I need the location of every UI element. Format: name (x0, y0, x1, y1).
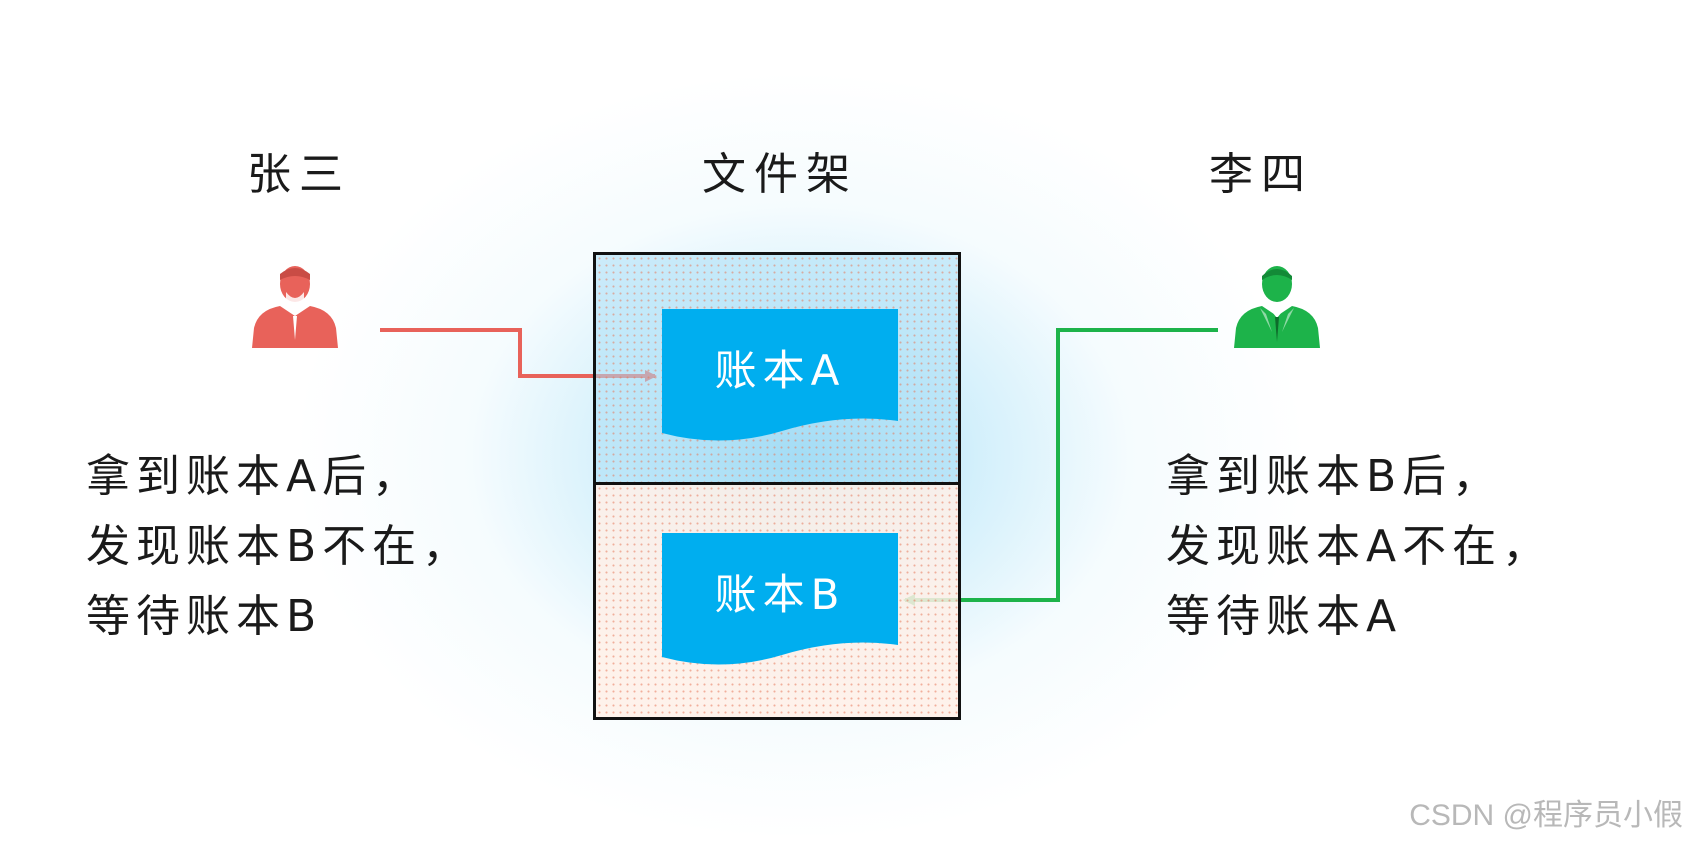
left-person-name: 张三 (247, 149, 351, 200)
left-desc-line-2: 发现账本B不在， (86, 521, 473, 572)
left-desc-line-3: 等待账本B (86, 591, 323, 642)
person-red-icon (250, 262, 340, 354)
ledger-b: 账本B (662, 533, 898, 671)
right-desc-line-1: 拿到账本B后， (1166, 451, 1503, 502)
right-person-arrow (903, 328, 1218, 606)
right-person-name: 李四 (1209, 149, 1313, 200)
right-desc-line-2: 发现账本A不在， (1166, 521, 1553, 572)
right-person-description: 拿到账本B后， 发现账本A不在， 等待账本A (1166, 442, 1552, 652)
shelf-title: 文件架 (702, 149, 858, 200)
left-desc-line-1: 拿到账本A后， (86, 451, 423, 502)
right-desc-line-3: 等待账本A (1166, 591, 1403, 642)
shelf-slot-top: 账本A (596, 255, 958, 485)
shelf-slot-bottom: 账本B (596, 485, 958, 717)
left-person-description: 拿到账本A后， 发现账本B不在， 等待账本B (86, 442, 472, 652)
document-icon (662, 309, 898, 441)
person-green-icon (1232, 262, 1322, 354)
file-shelf: 账本A 账本B (593, 252, 961, 720)
ledger-b-title: 账本B (714, 570, 846, 619)
left-person-arrow (380, 328, 657, 382)
ledger-a: 账本A (662, 309, 898, 447)
document-icon (662, 533, 898, 665)
watermark: CSDN @程序员小假 (1409, 799, 1683, 832)
ledger-a-title: 账本A (714, 346, 846, 395)
